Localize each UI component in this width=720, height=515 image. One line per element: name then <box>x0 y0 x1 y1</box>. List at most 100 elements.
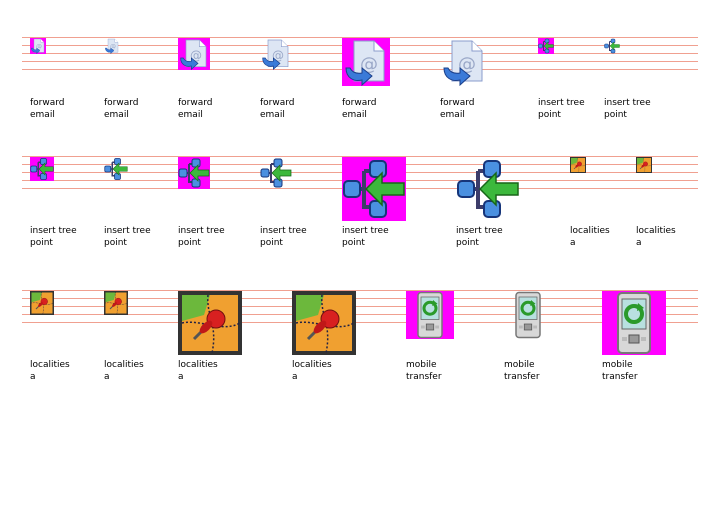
icon-label-line: point <box>342 238 365 248</box>
icon-label: localities a <box>30 359 120 383</box>
icon-label-line: localities <box>292 360 332 370</box>
icon-label: insert tree point <box>30 225 120 249</box>
icon-label: insert tree point <box>342 225 432 249</box>
insert-tree-point-icon <box>456 157 520 221</box>
icon-label-line: insert tree <box>260 226 307 236</box>
icon-label-line: forward <box>30 98 65 108</box>
insert-tree-point-icon <box>178 157 210 189</box>
guide-line <box>22 37 698 38</box>
icon-label-line: point <box>604 110 627 120</box>
icon-label-line: mobile <box>406 360 437 370</box>
icon-label-line: point <box>178 238 201 248</box>
localities-icon <box>292 291 356 355</box>
icon-label-line: forward <box>440 98 475 108</box>
forward-email-icon: @ <box>178 38 210 71</box>
guide-line <box>22 298 698 299</box>
icon-label: insert tree point <box>104 225 194 249</box>
icon-label-line: a <box>636 238 642 248</box>
guide-line <box>22 314 698 315</box>
icon-label-line: transfer <box>406 372 442 382</box>
icon-label-line: a <box>104 372 110 382</box>
icon-label: forward email <box>30 97 120 121</box>
mobile-transfer-icon <box>406 291 454 339</box>
icon-label-line: insert tree <box>538 98 585 108</box>
icon-label-line: forward <box>342 98 377 108</box>
icon-label-line: email <box>30 110 55 120</box>
icon-label-line: point <box>260 238 283 248</box>
svg-text:@: @ <box>110 44 116 51</box>
svg-text:@: @ <box>272 48 284 62</box>
forward-email-icon: @ <box>342 38 390 87</box>
insert-tree-point-icon <box>260 157 292 189</box>
localities-icon <box>636 157 652 173</box>
icon-label-line: email <box>104 110 129 120</box>
icon-label: insert tree point <box>260 225 350 249</box>
insert-tree-point-icon <box>604 38 620 54</box>
icon-label-line: insert tree <box>104 226 151 236</box>
insert-tree-point-icon <box>342 157 406 221</box>
icon-label-line: email <box>342 110 367 120</box>
icon-label-line: transfer <box>504 372 540 382</box>
icon-label-line: point <box>456 238 479 248</box>
icon-label-line: mobile <box>602 360 633 370</box>
icon-label: localities a <box>292 359 382 383</box>
icon-label-line: transfer <box>602 372 638 382</box>
icon-label: insert tree point <box>604 97 694 121</box>
icon-label: localities a <box>570 225 660 249</box>
icon-label-line: a <box>30 372 36 382</box>
icon-label-line: localities <box>636 226 676 236</box>
icon-label: localities a <box>636 225 720 249</box>
localities-icon <box>30 291 54 315</box>
icon-label-line: localities <box>570 226 610 236</box>
mobile-transfer-icon <box>602 291 666 355</box>
icon-label-line: email <box>260 110 285 120</box>
icon-label-line: localities <box>178 360 218 370</box>
localities-icon <box>570 157 586 173</box>
icon-label-line: a <box>570 238 576 248</box>
svg-text:@: @ <box>36 44 42 51</box>
icon-label-line: mobile <box>504 360 535 370</box>
guide-line <box>22 156 698 157</box>
guide-line <box>22 306 698 307</box>
icon-label-line: insert tree <box>30 226 77 236</box>
forward-email-icon: @ <box>440 38 488 87</box>
mobile-transfer-icon <box>504 291 552 339</box>
icon-label-line: point <box>538 110 561 120</box>
localities-icon <box>178 291 242 355</box>
icon-label: forward email <box>104 97 194 121</box>
icon-label-line: point <box>30 238 53 248</box>
icon-label-line: a <box>178 372 184 382</box>
icon-label-line: localities <box>30 360 70 370</box>
icon-label: localities a <box>104 359 194 383</box>
insert-tree-point-icon <box>30 157 54 181</box>
icon-label: insert tree point <box>178 225 268 249</box>
icon-label-line: insert tree <box>178 226 225 236</box>
svg-text:@: @ <box>190 48 202 62</box>
forward-email-icon: @ <box>30 38 46 55</box>
forward-email-icon: @ <box>260 38 292 71</box>
icon-label: forward email <box>342 97 432 121</box>
icon-label: mobile transfer <box>602 359 692 383</box>
icon-label: localities a <box>178 359 268 383</box>
icon-label: insert tree point <box>456 225 546 249</box>
icon-label: forward email <box>440 97 530 121</box>
icon-label-line: forward <box>104 98 139 108</box>
icon-label: insert tree point <box>538 97 628 121</box>
insert-tree-point-icon <box>104 157 128 181</box>
icon-label-line: forward <box>178 98 213 108</box>
icon-label-line: insert tree <box>456 226 503 236</box>
guide-line <box>22 322 698 323</box>
icon-label: mobile transfer <box>406 359 496 383</box>
guide-line <box>22 290 698 291</box>
forward-email-icon: @ <box>104 38 120 55</box>
localities-icon <box>104 291 128 315</box>
icon-label-line: email <box>440 110 465 120</box>
icon-label-line: email <box>178 110 203 120</box>
icon-label: forward email <box>178 97 268 121</box>
icon-label-line: insert tree <box>604 98 651 108</box>
icon-label-line: localities <box>104 360 144 370</box>
icon-label-line: a <box>292 372 298 382</box>
icon-label-line: insert tree <box>342 226 389 236</box>
icon-label-line: point <box>104 238 127 248</box>
